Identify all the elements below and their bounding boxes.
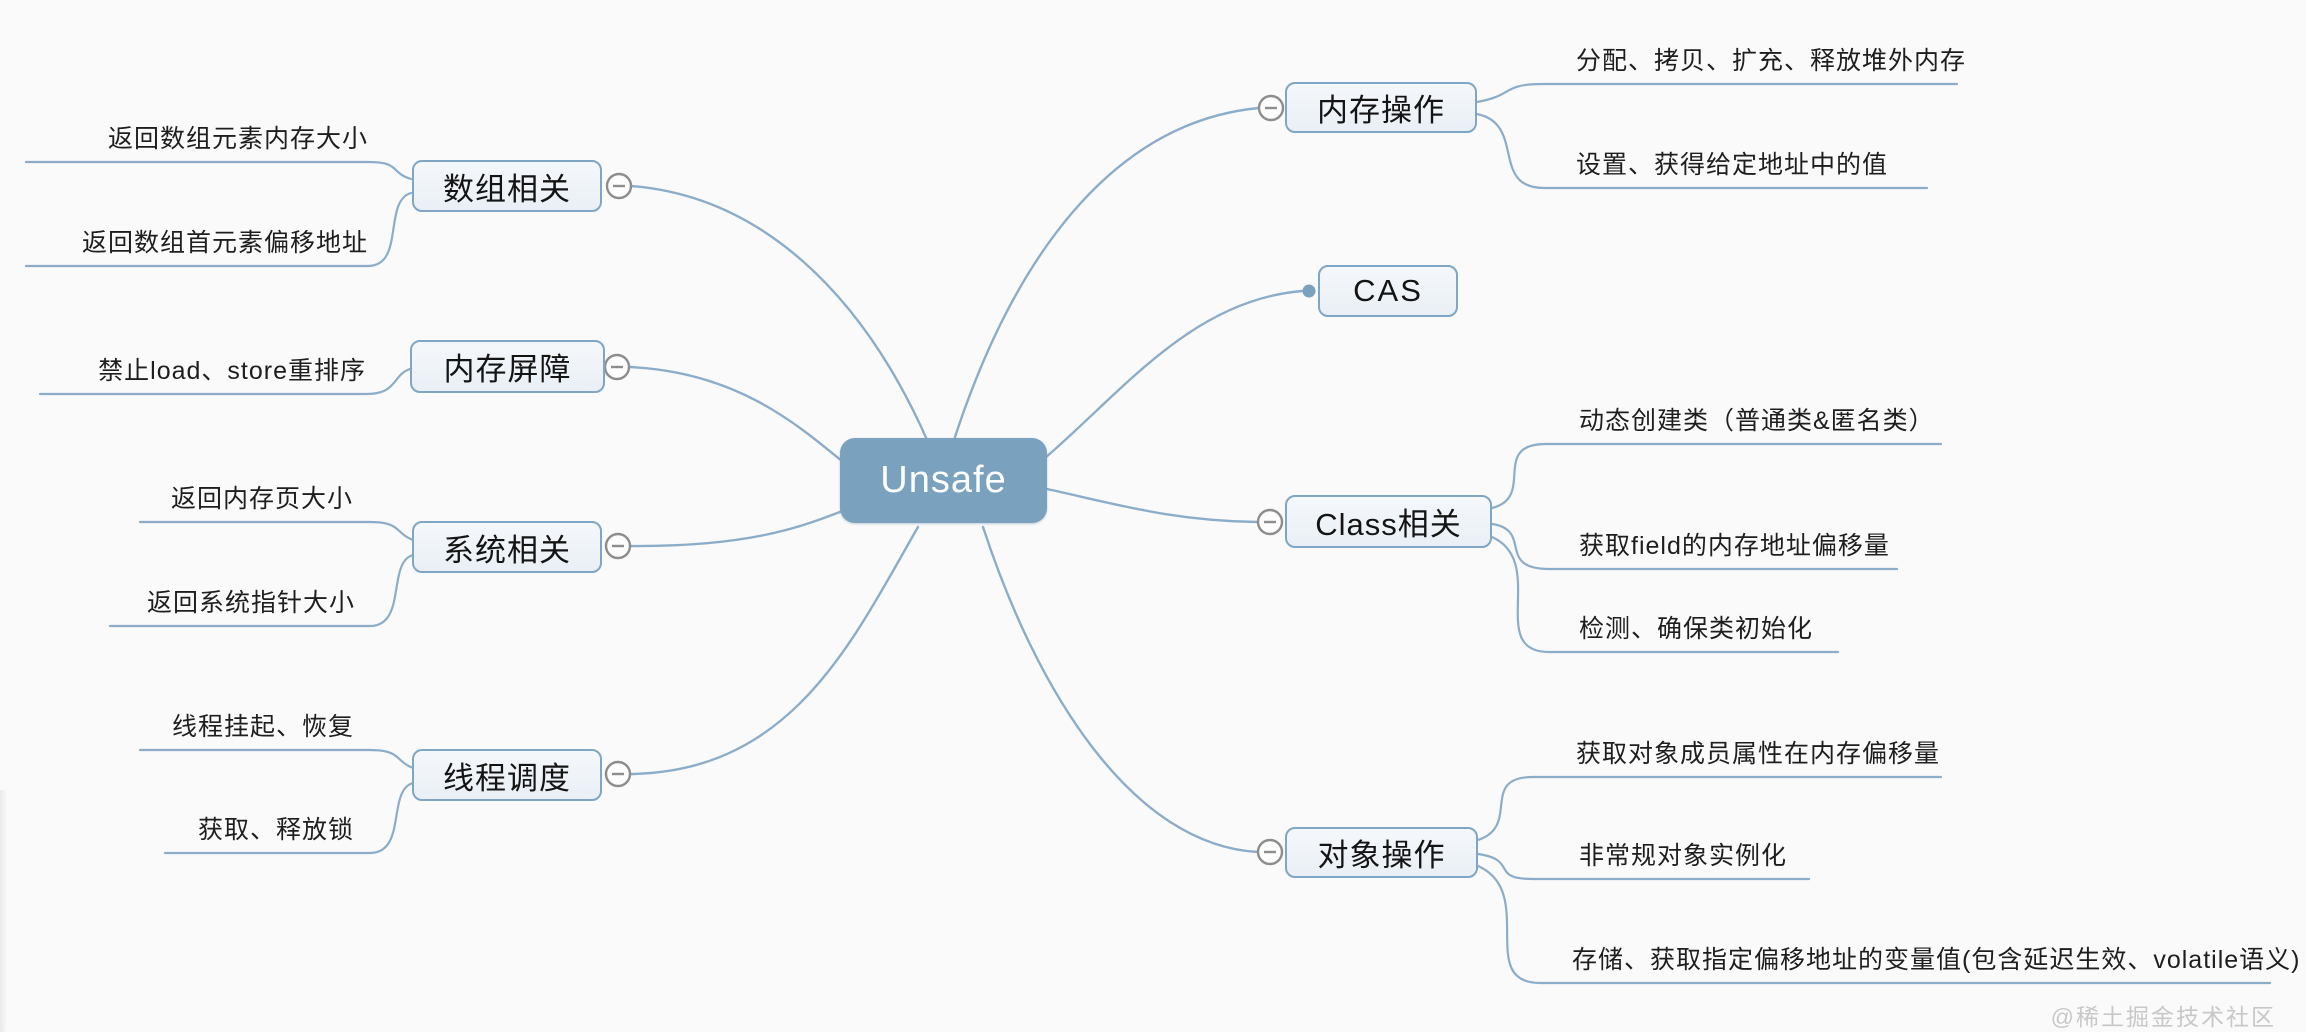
branch-node-memory-barrier[interactable]: 内存屏障: [410, 340, 605, 393]
leaf-node[interactable]: 禁止load、store重排序: [98, 357, 366, 385]
collapse-toggle-icon[interactable]: [1256, 508, 1284, 536]
collapse-toggle-icon[interactable]: [1256, 838, 1284, 866]
root-node-unsafe[interactable]: Unsafe: [840, 438, 1047, 523]
leaf-node[interactable]: 检测、确保类初始化: [1579, 615, 1814, 643]
leaf-node[interactable]: 非常规对象实例化: [1579, 842, 1788, 870]
leaf-node[interactable]: 动态创建类（普通类&匿名类）: [1579, 407, 1935, 435]
branch-node-cas[interactable]: CAS: [1318, 265, 1458, 317]
watermark: @稀土掘金技术社区: [2050, 1004, 2276, 1030]
branch-node-system[interactable]: 系统相关: [412, 521, 602, 573]
leaf-node[interactable]: 设置、获得给定地址中的值: [1576, 151, 1889, 179]
collapse-toggle-icon[interactable]: [603, 353, 631, 381]
branch-curves: [627, 106, 1304, 854]
leaf-node[interactable]: 获取对象成员属性在内存偏移量: [1576, 740, 1941, 768]
leaf-node[interactable]: 返回数组元素内存大小: [107, 125, 368, 153]
collapse-toggle-icon[interactable]: [604, 760, 632, 788]
branch-node-object-ops[interactable]: 对象操作: [1285, 827, 1478, 878]
leaf-node[interactable]: 返回数组首元素偏移地址: [81, 229, 368, 257]
canvas-edge-shadow: [0, 790, 7, 1032]
leaf-node[interactable]: 获取、释放锁: [197, 816, 354, 844]
branch-node-array[interactable]: 数组相关: [412, 160, 602, 212]
leaf-node[interactable]: 获取field的内存地址偏移量: [1579, 532, 1890, 560]
branch-node-memory-ops[interactable]: 内存操作: [1285, 82, 1477, 133]
leaf-node[interactable]: 返回系统指针大小: [146, 589, 355, 617]
collapse-toggle-icon[interactable]: [1257, 94, 1285, 122]
branch-node-class[interactable]: Class相关: [1285, 495, 1492, 548]
leaf-node[interactable]: 线程挂起、恢复: [171, 713, 354, 741]
leaf-node[interactable]: 返回内存页大小: [170, 485, 353, 513]
collapse-toggle-icon[interactable]: [605, 172, 633, 200]
leaf-node[interactable]: 存储、获取指定偏移地址的变量值(包含延迟生效、volatile语义): [1572, 946, 2301, 974]
leaf-branch-lines: [24, 82, 2272, 985]
branch-node-thread-sched[interactable]: 线程调度: [412, 749, 602, 801]
leaf-node[interactable]: 分配、拷贝、扩充、释放堆外内存: [1576, 47, 1967, 75]
branch-dot-icon: [1302, 284, 1316, 298]
collapse-toggles: [603, 94, 1285, 866]
collapse-toggle-icon[interactable]: [604, 532, 632, 560]
